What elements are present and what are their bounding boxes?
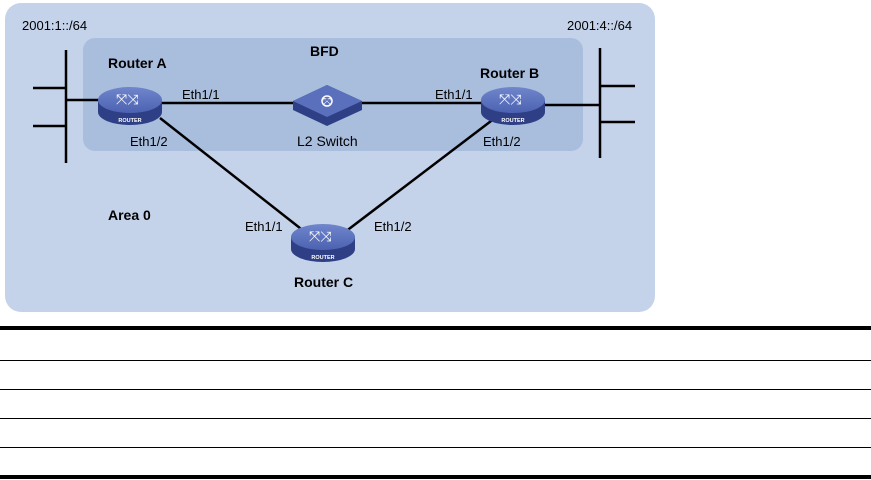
- router-a-port-eth1-2: Eth1/2: [130, 134, 168, 149]
- svg-text:⤧⤨: ⤧⤨: [309, 229, 332, 245]
- router-c-name: Router C: [294, 274, 353, 290]
- bfd-label: BFD: [310, 43, 339, 59]
- network-left-label: 2001:1::/64: [22, 18, 87, 33]
- links: [33, 48, 635, 233]
- router-c-port-eth1-1: Eth1/1: [245, 219, 283, 234]
- area-label: Area 0: [108, 207, 151, 223]
- router-c-port-eth1-2: Eth1/2: [374, 219, 412, 234]
- table-row-divider: [0, 418, 871, 419]
- svg-text:⤧⤨: ⤧⤨: [116, 92, 139, 108]
- router-a-port-eth1-1: Eth1/1: [182, 87, 220, 102]
- router-b-port-eth1-1: Eth1/1: [435, 87, 473, 102]
- network-diagram: ⤧⤨ ROUTER ⤧⤨ ROUTER ⤧⤨ ROUTER ⤧ 2001:1::…: [5, 3, 655, 312]
- router-b-port-eth1-2: Eth1/2: [483, 134, 521, 149]
- link-a-c: [159, 117, 306, 233]
- svg-text:ROUTER: ROUTER: [118, 118, 141, 124]
- router-a-icon[interactable]: ⤧⤨ ROUTER: [98, 87, 162, 125]
- table-row-divider: [0, 389, 871, 390]
- l2-switch-icon[interactable]: ⤧: [293, 85, 362, 126]
- svg-text:⤧: ⤧: [323, 97, 331, 108]
- table-row-divider: [0, 447, 871, 448]
- router-b-icon[interactable]: ⤧⤨ ROUTER: [481, 87, 545, 125]
- table-bottom-rule: [0, 475, 871, 479]
- router-a-name: Router A: [108, 55, 167, 71]
- svg-text:ROUTER: ROUTER: [311, 255, 334, 261]
- table-row-divider: [0, 360, 871, 361]
- router-b-name: Router B: [480, 65, 539, 81]
- switch-name: L2 Switch: [297, 133, 358, 149]
- svg-text:ROUTER: ROUTER: [501, 118, 524, 124]
- router-c-icon[interactable]: ⤧⤨ ROUTER: [291, 224, 355, 262]
- link-b-c: [344, 117, 496, 233]
- table-top-rule: [0, 326, 871, 330]
- network-right-label: 2001:4::/64: [567, 18, 632, 33]
- svg-text:⤧⤨: ⤧⤨: [499, 92, 522, 108]
